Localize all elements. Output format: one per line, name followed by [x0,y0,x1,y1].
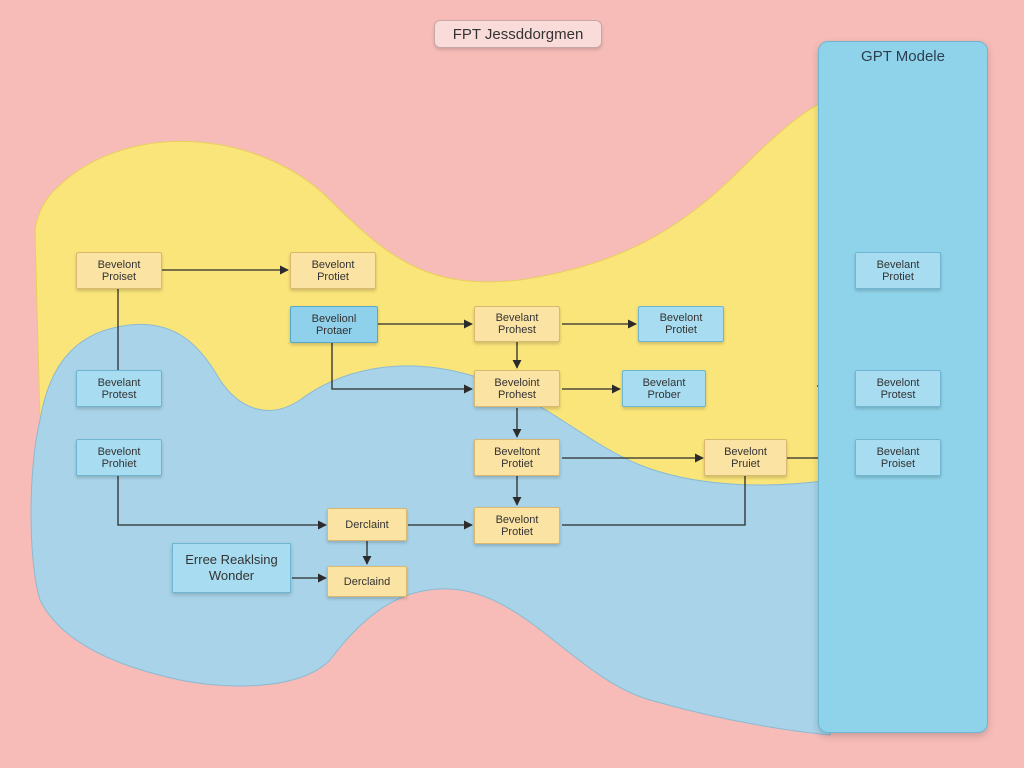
node-8[interactable]: Bevelant Prober [622,370,706,407]
diagram-title: FPT Jessddorgmen [434,20,602,48]
node-label: Bevelont [97,445,141,458]
node-14[interactable]: Bevelont Protiet [474,507,560,544]
node-label: Bevelionl [311,312,357,325]
node-label: Bevelant [97,376,141,389]
node-sublabel: Pruiet [731,457,760,470]
node-7[interactable]: Beveloint Prohest [474,370,560,407]
node-2[interactable]: Bevelont Protiet [290,252,376,289]
node-sublabel: Protaer [315,324,353,337]
node-sublabel: Prohest [498,324,536,336]
node-sublabel: Protiet [882,270,914,283]
node-label: Derclaind [343,575,391,588]
node-6[interactable]: Bevelant Protiet [855,252,941,289]
node-3[interactable]: Bevelionl Protaer [290,306,378,343]
node-label: Beveloint [494,376,540,389]
panel-title: GPT Modele [861,48,945,65]
node-label: Bevelont [311,258,355,271]
node-13[interactable]: Derclaint [327,508,407,541]
node-sublabel: Prober [647,388,681,401]
legend-line-2: Wonder [208,568,255,583]
blue-region [30,323,831,736]
node-4[interactable]: Bevelant Prohest [474,306,560,342]
node-label: Bevelont [876,376,920,389]
node-label: Bevelont [659,312,703,324]
node-label: Bevelant [876,258,920,271]
legend-box[interactable]: Erree Reaklsing Wonder [172,543,291,593]
node-16[interactable]: Bevelont Pruiet [704,439,787,476]
node-sublabel: Proiset [101,270,137,283]
node-1[interactable]: Bevelont Proiset [76,252,162,289]
node-sublabel: Prohiet [101,457,137,470]
node-label: Beveltont [494,445,540,458]
node-5[interactable]: Bevelont Protiet [638,306,724,342]
node-sublabel: Protiet [501,457,533,470]
node-sublabel: Protest [880,388,916,401]
node-label: Bevelont [495,513,539,526]
node-sublabel: Proiset [880,457,916,470]
node-10[interactable]: Bevelont Protest [855,370,941,407]
node-sublabel: Protiet [317,270,349,283]
node-label: Bevelont [97,258,141,271]
node-sublabel: Protiet [501,525,533,538]
node-label: Bevelont [724,445,767,458]
node-label: Derclaint [345,518,389,531]
node-15[interactable]: Derclaind [327,566,407,597]
node-label: Bevelant [876,445,920,458]
node-12[interactable]: Beveltont Protiet [474,439,560,476]
node-9[interactable]: Bevelant Protest [76,370,162,407]
node-label: Bevelant [495,312,539,324]
node-17[interactable]: Bevelant Proiset [855,439,941,476]
node-11[interactable]: Bevelont Prohiet [76,439,162,476]
node-sublabel: Protest [101,388,137,401]
node-sublabel: Prohest [498,388,536,401]
legend-line-1: Erree Reaklsing [185,552,278,567]
node-label: Bevelant [642,376,686,389]
node-sublabel: Protiet [665,324,697,336]
